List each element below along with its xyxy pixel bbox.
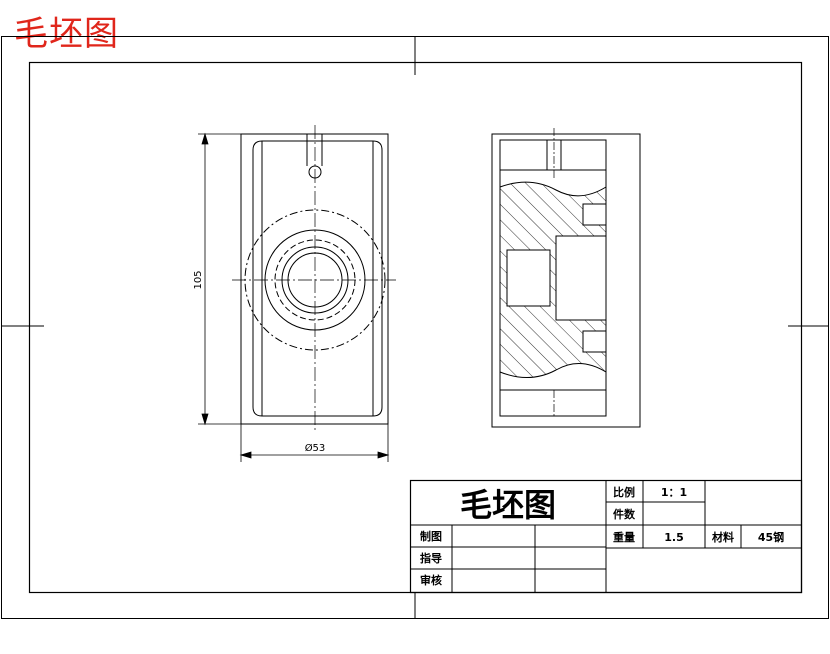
title-block: [409, 479, 803, 594]
weight-value: 1.5: [664, 531, 684, 544]
scale-label: 比例: [613, 485, 635, 499]
front-view: [232, 125, 396, 432]
title-block-name: 毛坯图: [460, 486, 556, 524]
diameter-dimension: [239, 424, 390, 462]
review-label: 审核: [420, 573, 442, 587]
scale-value: 1：1: [661, 486, 687, 499]
inner-frame: [28, 61, 803, 594]
outer-frame: [1, 36, 829, 619]
section-view: [491, 128, 641, 428]
diameter-dimension-label: Ø53: [305, 442, 326, 454]
weight-label: 重量: [613, 530, 635, 544]
height-dimension: [198, 132, 241, 426]
quantity-label: 件数: [613, 507, 636, 521]
guide-label: 指导: [420, 551, 442, 565]
material-value: 45钢: [758, 530, 784, 544]
height-dimension-label: 105: [193, 270, 204, 289]
drawn-label: 制图: [420, 529, 442, 543]
material-label: 材料: [712, 530, 734, 544]
drawing-title-corner: 毛坯图: [14, 14, 119, 54]
